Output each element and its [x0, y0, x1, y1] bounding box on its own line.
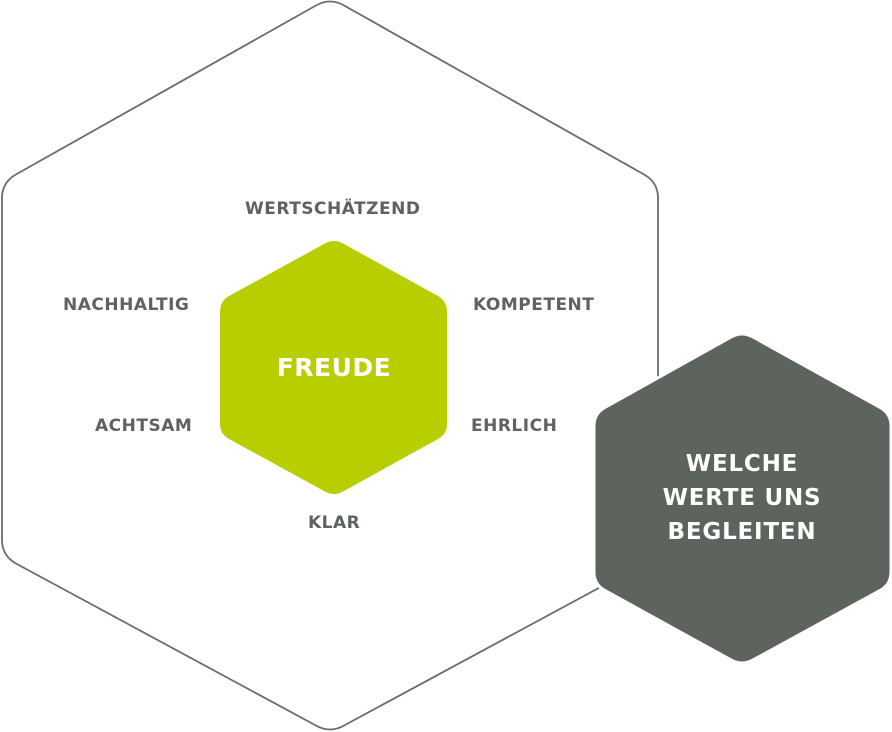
value-ehrlich: EHRLICH [471, 416, 558, 436]
value-wertschaetzend: WERTSCHÄTZEND [245, 199, 421, 219]
value-klar: KLAR [308, 513, 361, 533]
value-nachhaltig: NACHHALTIG [63, 295, 190, 315]
side-hexagon [592, 332, 892, 665]
center-value-freude: FREUDE [276, 353, 392, 382]
value-kompetent: KOMPETENT [473, 295, 595, 315]
side-title-line-2: WERTE UNS [662, 485, 822, 511]
value-achtsam: ACHTSAM [95, 416, 193, 436]
side-hexagon-title: WELCHE WERTE UNS BEGLEITEN [622, 447, 862, 549]
side-title-line-1: WELCHE [685, 451, 799, 477]
side-title-line-3: BEGLEITEN [667, 519, 817, 545]
center-hexagon [220, 241, 447, 494]
